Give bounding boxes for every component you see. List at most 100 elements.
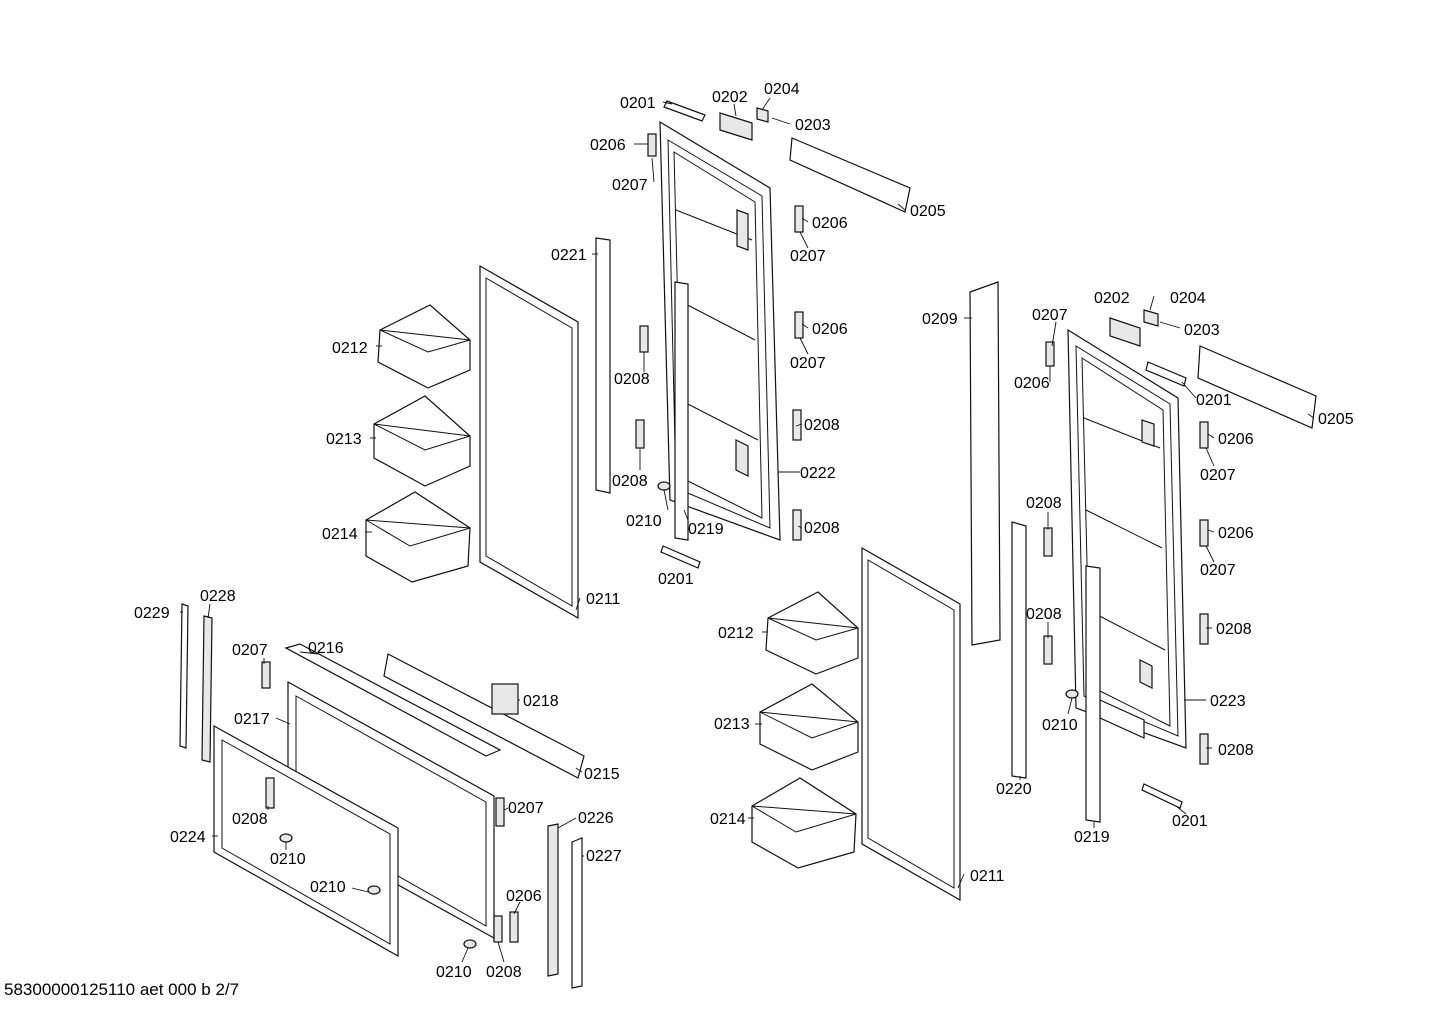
label-0227: 0227 [586,848,622,865]
rail-0219-right [1085,565,1101,823]
bracket-0201-top [663,100,706,122]
label-0210-a: 0210 [626,513,662,530]
label-0204-b: 0204 [1170,290,1206,307]
handle-0209 [969,281,1001,646]
label-0207-e: 0207 [1200,467,1236,484]
freezer-drawer-assembly [179,603,585,989]
label-0208-b: 0208 [804,417,840,434]
label-0210-b: 0210 [1042,717,1078,734]
rail-0215 [383,653,585,779]
hinge-0205-right [1197,345,1317,429]
document-footer-code: 58300000125110 aet 000 b 2/7 [4,980,240,999]
bin-0214-left [365,491,471,583]
label-0207-h: 0207 [508,800,544,817]
label-0208-h: 0208 [1218,742,1254,759]
bracket-0201-right [1145,361,1187,387]
label-0212-b: 0212 [718,625,754,642]
bin-0212-right [765,591,859,675]
bin-0213-right [759,683,859,771]
label-0207-g: 0207 [232,642,268,659]
label-0211-a: 0211 [586,591,621,608]
label-0208-a: 0208 [614,371,650,388]
label-0208-f: 0208 [1026,606,1062,623]
label-0207-b: 0207 [790,248,826,265]
label-0211-b: 0211 [970,868,1005,885]
drawer-front-0224 [213,724,399,958]
label-0228: 0228 [200,588,236,605]
label-0218: 0218 [523,693,559,710]
label-0207-a: 0207 [612,177,648,194]
label-0213-b: 0213 [714,716,750,733]
strip-0220 [1011,521,1027,779]
cap-0204 [756,107,769,123]
strip-0221 [595,237,611,494]
label-0210-d: 0210 [310,879,346,896]
label-0208-i: 0208 [232,811,268,828]
cap-0204-right [1143,309,1159,327]
bracket-0201-bottom [660,545,701,569]
rail-0219-left [674,281,689,541]
label-0201-d: 0201 [1172,813,1208,830]
gasket-0211-right [861,546,961,902]
label-0206-b: 0206 [812,215,848,232]
label-0219-b: 0219 [1074,829,1110,846]
label-0210-e: 0210 [436,964,472,981]
label-0214-b: 0214 [710,811,746,828]
label-0201-c: 0201 [1196,392,1232,409]
hinge-0205 [789,137,911,213]
bin-0213-left [373,395,471,487]
right-door-assembly [751,281,1317,902]
label-0208-g: 0208 [1216,621,1252,638]
label-0215: 0215 [584,766,620,783]
label-0208-c: 0208 [612,473,648,490]
label-0219-a: 0219 [688,521,724,538]
label-0213-a: 0213 [326,431,362,448]
part-labels: 0201 0202 0204 0203 0206 0207 0205 0206 … [134,81,1354,981]
label-0206-e: 0206 [1218,431,1254,448]
label-0206-a: 0206 [590,137,626,154]
label-0202-b: 0202 [1094,290,1130,307]
label-0202-a: 0202 [712,89,748,106]
label-0207-f: 0207 [1200,562,1236,579]
label-0205-b: 0205 [1318,411,1354,428]
plate-0218 [491,683,519,715]
label-0221: 0221 [551,247,587,264]
label-0205-a: 0205 [910,203,946,220]
label-0212-a: 0212 [332,340,368,357]
strip-0226 [547,823,559,977]
label-0208-j: 0208 [486,964,522,981]
label-0229: 0229 [134,605,170,622]
label-0203-b: 0203 [1184,322,1220,339]
label-0207-d: 0207 [1032,307,1068,324]
label-0223: 0223 [1210,693,1246,710]
label-0203-a: 0203 [795,117,831,134]
label-0201-a: 0201 [620,95,656,112]
label-0208-d: 0208 [804,520,840,537]
label-0220: 0220 [996,781,1032,798]
cover-0202 [719,112,753,141]
label-0206-c: 0206 [812,321,848,338]
strip-0229 [179,603,189,749]
label-0226: 0226 [578,810,614,827]
label-0209: 0209 [922,311,958,328]
bin-0214-right [751,777,857,869]
bar-0216 [284,643,502,757]
label-0224: 0224 [170,829,206,846]
strip-0227 [571,837,583,989]
label-0208-e: 0208 [1026,495,1062,512]
label-0217: 0217 [234,711,270,728]
label-0206-f: 0206 [1218,525,1254,542]
label-0214-a: 0214 [322,526,358,543]
bin-0212-left [377,304,471,389]
clip-0206 [647,133,657,157]
cover-0202-right [1109,317,1141,347]
left-door-assembly [365,100,911,620]
label-0201-b: 0201 [658,571,694,588]
bracket-0201-bottom-right [1141,783,1183,809]
label-0206-g: 0206 [506,888,542,905]
label-0216: 0216 [308,640,344,657]
gasket-0211-left [479,264,579,620]
label-0222: 0222 [800,465,836,482]
label-0206-d: 0206 [1014,375,1050,392]
